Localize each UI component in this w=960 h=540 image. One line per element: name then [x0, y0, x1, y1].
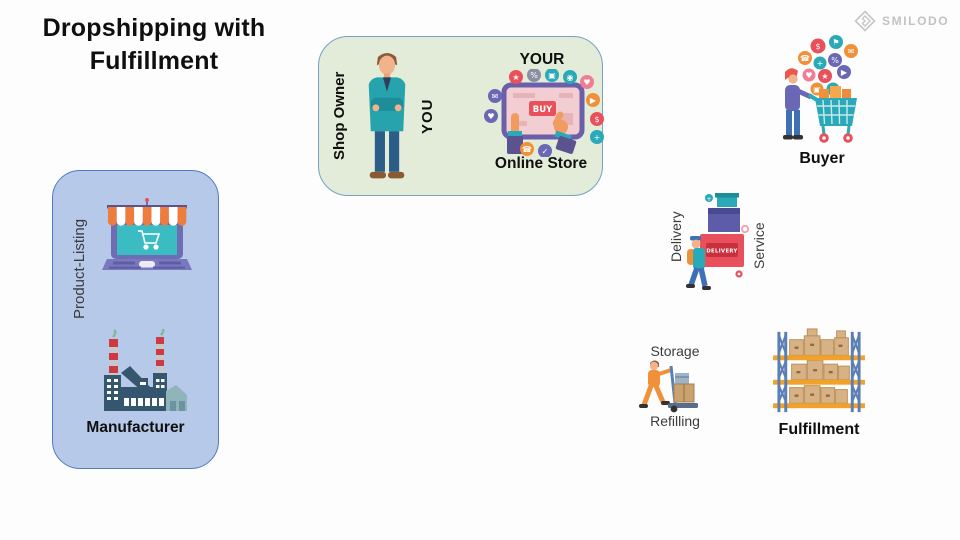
svg-text:BUY: BUY [533, 105, 553, 115]
percent-icon: % [828, 53, 842, 67]
svg-text:♥: ♥ [583, 78, 590, 87]
manufacturer-label: Manufacturer [86, 419, 185, 436]
shoe-icon: ▶ [586, 93, 600, 107]
shop-owner-panel: Shop Owner YOU YOUR [318, 36, 604, 196]
product-listing-label: Product-Listing [71, 218, 88, 320]
smilodo-logo-icon [854, 10, 876, 32]
svg-text:⚑: ⚑ [832, 38, 839, 47]
mail-icon: ✉ [488, 89, 502, 103]
storage-label: Storage [650, 343, 700, 359]
svg-text:✉: ✉ [492, 92, 499, 101]
svg-text:◉: ◉ [567, 73, 574, 82]
star-icon: ★ [818, 69, 832, 83]
heart-icon: ♥ [580, 75, 594, 89]
delivery-man-illustration: + DELIVERY [686, 193, 752, 292]
service-label: Service [751, 222, 767, 270]
buyer-group: $ ⚑ ✉ ☎ + % ♥ ★ ▶ ▣ ◉ [778, 34, 866, 168]
like-icon: ♥ [484, 109, 498, 123]
svg-text:$: $ [594, 115, 599, 124]
svg-text:+: + [706, 195, 711, 203]
check-icon: ✓ [538, 144, 552, 157]
chat-icon: ☎ [520, 142, 534, 156]
svg-text:☎: ☎ [522, 145, 532, 154]
svg-text:▶: ▶ [590, 96, 597, 105]
svg-text:★: ★ [821, 72, 828, 81]
svg-text:%: % [530, 71, 538, 80]
buyer-label: Buyer [799, 150, 845, 167]
svg-text:▣: ▣ [813, 85, 821, 94]
brand-name: SMILODO [882, 14, 950, 28]
manufacturer-panel: Product-Listing [52, 170, 219, 469]
warehouse-icon [772, 326, 866, 416]
svg-text:✉: ✉ [848, 47, 855, 56]
brand-logo: SMILODO [854, 10, 949, 32]
camera-icon: ▣ [545, 69, 559, 82]
fulfillment-label: Fulfillment [778, 421, 860, 438]
dollar-icon: $ [590, 112, 604, 126]
svg-text:+: + [817, 59, 824, 68]
mail-icon: ✉ [844, 44, 858, 58]
storage-worker-illustration [638, 357, 702, 413]
clock-icon: ☎ [798, 51, 812, 65]
refilling-label: Refilling [650, 413, 700, 429]
eye-icon: ◉ [563, 70, 577, 84]
svg-text:$: $ [815, 42, 820, 51]
svg-text:▣: ▣ [548, 71, 556, 80]
dollar-icon: $ [810, 38, 826, 54]
star-icon: ★ [509, 70, 523, 84]
svg-text:▶: ▶ [841, 68, 848, 77]
svg-text:♥: ♥ [805, 71, 812, 80]
svg-text:★: ★ [512, 73, 519, 82]
svg-text:%: % [831, 56, 839, 65]
your-label: YOUR [519, 51, 565, 68]
online-store-illustration: BUY ★ % ▣ ◉ ♥ ✉ ♥ [479, 69, 607, 157]
svg-text:☎: ☎ [800, 54, 810, 63]
flag-icon: ⚑ [829, 35, 843, 49]
factory-icon [95, 329, 191, 417]
heart-icon: ♥ [802, 68, 816, 82]
delivery-box-label: DELIVERY [706, 249, 737, 255]
buy-button: BUY [529, 101, 556, 116]
shop-owner-label: Shop Owner [331, 71, 348, 161]
online-store-label: Online Store [494, 155, 588, 172]
percent-icon: % [527, 69, 541, 82]
delivery-label: Delivery [668, 211, 684, 263]
shoe-icon: ▶ [837, 65, 851, 79]
svg-text:+: + [594, 133, 601, 142]
you-label: YOU [419, 98, 436, 134]
svg-text:✓: ✓ [542, 147, 549, 156]
buyer-illustration: $ ⚑ ✉ ☎ + % ♥ ★ ▶ ▣ ◉ [778, 34, 866, 148]
plus-icon: + [813, 56, 827, 70]
shop-owner-person-icon [355, 50, 419, 184]
plus-icon: + [590, 130, 604, 144]
storefront-laptop-icon [99, 195, 195, 277]
page-title: Dropshipping with Fulfillment [42, 14, 266, 75]
svg-text:♥: ♥ [487, 112, 494, 121]
